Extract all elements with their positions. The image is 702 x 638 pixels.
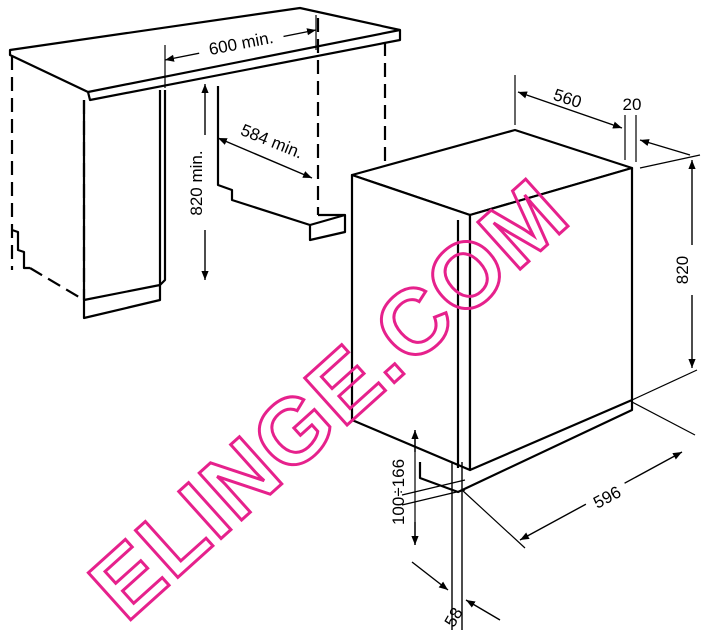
cabinet-depth-label: 584 min. (238, 120, 306, 162)
appliance-foot (451, 462, 463, 630)
dim-cabinet-depth: 584 min. (217, 116, 315, 179)
dim-plinth-recess: 58 (411, 561, 501, 630)
appliance-depth-label: 560 (551, 85, 584, 112)
cabinet-height-label: 820 min. (187, 150, 206, 215)
left-carcass (82, 90, 162, 320)
right-plinth (309, 213, 346, 227)
cabinet-dashed-edges (10, 18, 387, 301)
plinth-recess-label: 58 (441, 604, 467, 630)
plinth-height-label: 100÷166 (389, 459, 408, 525)
door-thickness-label: 20 (623, 95, 642, 114)
appliance-height-label: 820 (673, 256, 692, 284)
dim-cabinet-width: 600 min. (164, 15, 317, 88)
dim-door-thickness: 20 (623, 95, 691, 162)
dim-appliance-height: 820 (631, 154, 701, 401)
dim-plinth-height: 100÷166 (389, 430, 466, 545)
left-inner-side (159, 90, 167, 286)
dim-cabinet-height: 820 min. (185, 84, 209, 280)
left-plinth (11, 228, 30, 270)
appliance-outline (350, 128, 634, 630)
right-carcass (216, 86, 347, 242)
